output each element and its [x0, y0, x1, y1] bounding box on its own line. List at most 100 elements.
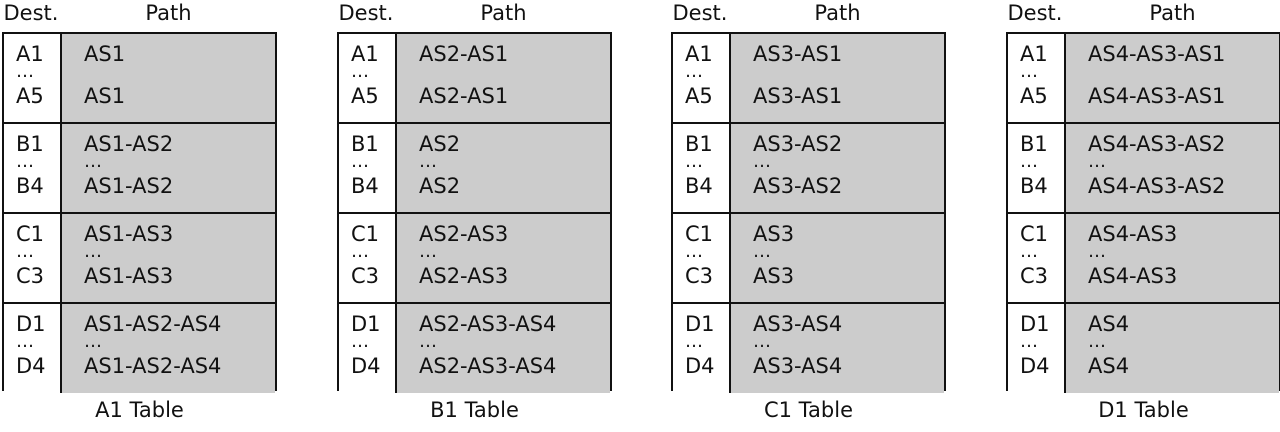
route-grid: A1 … A5 AS2-AS1 AS2-AS1 B1 … B4 AS2 … AS…	[337, 32, 612, 393]
dest-ellipsis: …	[351, 151, 370, 172]
dest-ellipsis: …	[685, 61, 704, 82]
path-cell: AS1-AS2 … AS1-AS2	[62, 124, 275, 212]
dest-cell: C1 … C3	[4, 214, 62, 302]
routing-table-d1: Dest. Path A1 … A5 AS4-AS3-AS1 AS4-AS3-A…	[1006, 0, 1280, 432]
dest-first: D1	[16, 312, 46, 336]
dest-cell: D1 … D4	[673, 304, 731, 393]
dest-ellipsis: …	[16, 331, 35, 352]
dest-column-header: Dest.	[1007, 1, 1063, 25]
path-cell: AS2-AS3-AS4 … AS2-AS3-AS4	[397, 304, 610, 393]
path-last: AS1	[84, 84, 126, 108]
path-first: AS2	[419, 132, 461, 156]
dest-last: A5	[1020, 84, 1048, 108]
table-header: Dest. Path	[2, 0, 277, 32]
dest-cell: D1 … D4	[339, 304, 397, 393]
path-cell: AS3-AS4 … AS3-AS4	[731, 304, 944, 393]
dest-ellipsis: …	[351, 61, 370, 82]
route-group-c: C1 … C3 AS2-AS3 … AS2-AS3	[339, 214, 610, 304]
dest-ellipsis: …	[685, 241, 704, 262]
table-header: Dest. Path	[671, 0, 946, 32]
path-first: AS4-AS3-AS2	[1088, 132, 1226, 156]
route-group-a: A1 … A5 AS3-AS1 AS3-AS1	[673, 34, 944, 124]
dest-ellipsis: …	[16, 151, 35, 172]
path-ellipsis: …	[753, 331, 772, 352]
dest-cell: B1 … B4	[339, 124, 397, 212]
path-cell: AS1 AS1	[62, 34, 275, 122]
table-caption: A1 Table	[95, 398, 184, 422]
dest-last: D4	[685, 354, 715, 378]
dest-last: A5	[351, 84, 379, 108]
dest-last: B4	[16, 174, 44, 198]
route-group-a: A1 … A5 AS4-AS3-AS1 AS4-AS3-AS1	[1008, 34, 1279, 124]
path-first: AS3-AS4	[753, 312, 843, 336]
path-first: AS2-AS1	[419, 42, 509, 66]
path-first: AS1	[84, 42, 126, 66]
dest-cell: A1 … A5	[1008, 34, 1066, 122]
dest-last: A5	[16, 84, 44, 108]
dest-first: D1	[1020, 312, 1050, 336]
dest-last: D4	[1020, 354, 1050, 378]
path-last: AS4-AS3-AS1	[1088, 84, 1226, 108]
path-ellipsis: …	[753, 241, 772, 262]
dest-ellipsis: …	[1020, 331, 1039, 352]
dest-last: B4	[685, 174, 713, 198]
dest-ellipsis: …	[1020, 61, 1039, 82]
path-last: AS2	[419, 174, 461, 198]
route-group-c: C1 … C3 AS4-AS3 … AS4-AS3	[1008, 214, 1279, 304]
dest-cell: D1 … D4	[4, 304, 62, 393]
path-ellipsis: …	[419, 331, 438, 352]
dest-cell: D1 … D4	[1008, 304, 1066, 393]
path-last: AS2-AS3-AS4	[419, 354, 557, 378]
dest-last: B4	[1020, 174, 1048, 198]
path-ellipsis: …	[84, 151, 103, 172]
path-ellipsis: …	[1088, 241, 1107, 262]
route-grid: A1 … A5 AS3-AS1 AS3-AS1 B1 … B4 AS3-AS2 …	[671, 32, 946, 393]
dest-ellipsis: …	[685, 151, 704, 172]
dest-last: A5	[685, 84, 713, 108]
dest-cell: B1 … B4	[673, 124, 731, 212]
path-column-header: Path	[814, 1, 861, 25]
path-first: AS3-AS2	[753, 132, 843, 156]
route-group-b: B1 … B4 AS4-AS3-AS2 … AS4-AS3-AS2	[1008, 124, 1279, 214]
path-first: AS2-AS3-AS4	[419, 312, 557, 336]
path-first: AS1-AS3	[84, 222, 174, 246]
path-last: AS1-AS2	[84, 174, 174, 198]
dest-first: A1	[16, 42, 44, 66]
route-group-d: D1 … D4 AS2-AS3-AS4 … AS2-AS3-AS4	[339, 304, 610, 393]
table-caption: B1 Table	[430, 398, 519, 422]
path-last: AS2-AS3	[419, 264, 509, 288]
route-group-b: B1 … B4 AS1-AS2 … AS1-AS2	[4, 124, 275, 214]
path-last: AS3	[753, 264, 795, 288]
path-ellipsis: …	[1088, 151, 1107, 172]
path-cell: AS4-AS3-AS2 … AS4-AS3-AS2	[1066, 124, 1279, 212]
routing-table-b1: Dest. Path A1 … A5 AS2-AS1 AS2-AS1 B1 … …	[337, 0, 612, 432]
dest-first: A1	[1020, 42, 1048, 66]
dest-cell: C1 … C3	[339, 214, 397, 302]
route-group-b: B1 … B4 AS2 … AS2	[339, 124, 610, 214]
dest-cell: A1 … A5	[673, 34, 731, 122]
path-ellipsis: …	[419, 241, 438, 262]
dest-first: C1	[351, 222, 380, 246]
path-cell: AS1-AS2-AS4 … AS1-AS2-AS4	[62, 304, 275, 393]
routing-table-c1: Dest. Path A1 … A5 AS3-AS1 AS3-AS1 B1 … …	[671, 0, 946, 432]
path-column-header: Path	[480, 1, 527, 25]
dest-cell: C1 … C3	[673, 214, 731, 302]
dest-column-header: Dest.	[338, 1, 394, 25]
path-cell: AS1-AS3 … AS1-AS3	[62, 214, 275, 302]
dest-last: B4	[351, 174, 379, 198]
routing-table-a1: Dest. Path A1 … A5 AS1 AS1 B1 … B4 AS1-A…	[2, 0, 277, 432]
dest-first: D1	[351, 312, 381, 336]
path-last: AS1-AS2-AS4	[84, 354, 222, 378]
table-caption: C1 Table	[763, 398, 853, 422]
path-first: AS3-AS1	[753, 42, 843, 66]
path-cell: AS3-AS1 AS3-AS1	[731, 34, 944, 122]
dest-first: B1	[1020, 132, 1048, 156]
dest-first: C1	[1020, 222, 1049, 246]
table-caption: D1 Table	[1098, 398, 1189, 422]
dest-last: C3	[1020, 264, 1049, 288]
path-cell: AS3 … AS3	[731, 214, 944, 302]
path-last: AS3-AS2	[753, 174, 843, 198]
dest-cell: B1 … B4	[1008, 124, 1066, 212]
path-first: AS4-AS3	[1088, 222, 1178, 246]
path-ellipsis: …	[419, 151, 438, 172]
